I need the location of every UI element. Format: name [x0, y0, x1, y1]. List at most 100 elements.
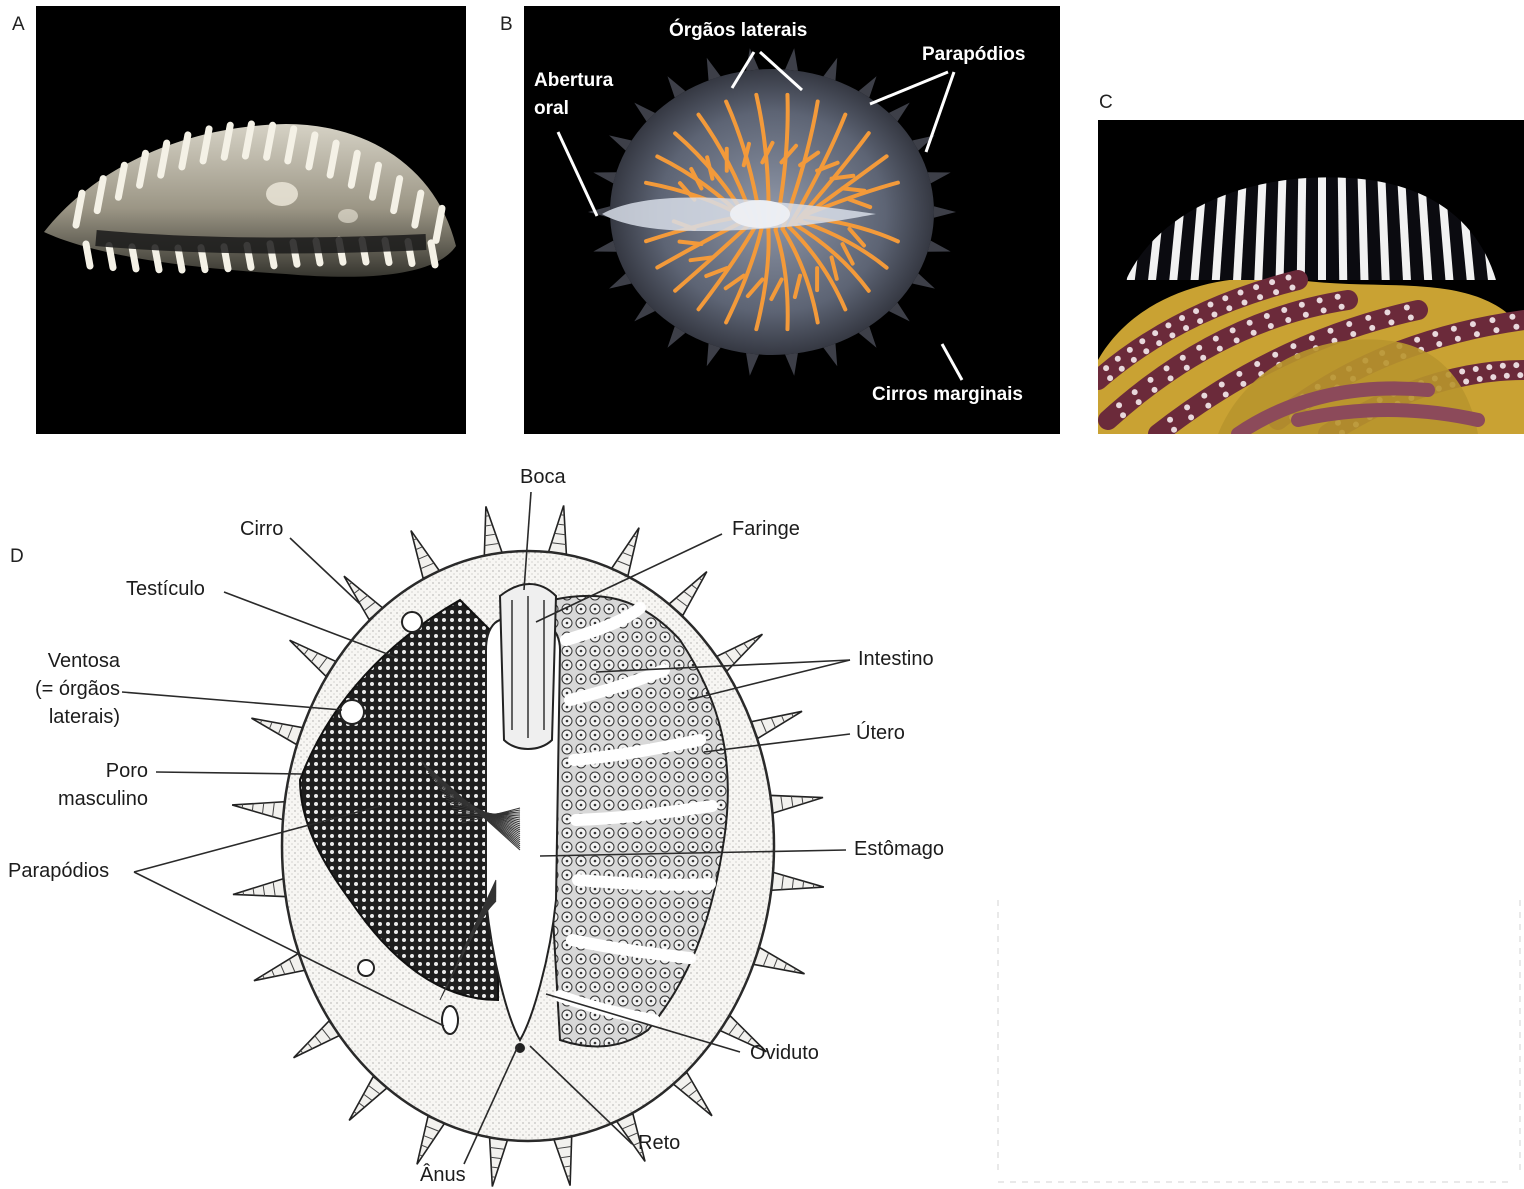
crinoid-pinnule: [1207, 301, 1213, 307]
crinoid-pinnule: [1384, 309, 1390, 315]
cirrus-ring: [322, 1028, 331, 1039]
crinoid-pinnule: [1486, 364, 1492, 370]
cirrus-ring: [738, 1030, 744, 1039]
cirrus: [232, 802, 285, 820]
intestino-label: Intestino: [858, 646, 934, 673]
cirrus-ring: [272, 970, 275, 977]
cirrus-ring: [485, 525, 492, 526]
muscle-fiber: [474, 897, 496, 932]
crinoid-pinnule: [1477, 376, 1483, 382]
cirrus-ring: [262, 803, 263, 814]
crinoid-pinnule: [1247, 320, 1253, 326]
muscle-fiber: [428, 772, 520, 842]
cirrus-ring: [771, 718, 775, 728]
cirrus: [716, 634, 762, 671]
crinoid-pinnule: [1136, 399, 1142, 405]
crinoid-pinnule: [1167, 417, 1173, 423]
muscle-fiber: [446, 799, 520, 824]
cirrus-ring: [418, 555, 428, 559]
muscle-fiber: [454, 887, 496, 972]
crinoid-pinnule: [1234, 337, 1240, 343]
cirrus: [770, 795, 823, 813]
muscle-fiber: [470, 895, 496, 940]
cirrus-ring: [802, 797, 803, 804]
cirrus-ring: [628, 544, 635, 547]
cirrus-ring: [744, 643, 748, 649]
cirrus-ring: [364, 602, 375, 611]
papilla-spike: [86, 244, 90, 266]
cirrus-ring: [782, 875, 784, 889]
cirrus-ring: [301, 1050, 303, 1053]
cirrus-ring: [304, 649, 308, 655]
utero-label: Útero: [856, 720, 905, 747]
crinoid-pinnule: [1272, 352, 1278, 358]
faringe-label: Faringe: [732, 516, 800, 543]
muscle-fiber: [456, 888, 496, 968]
zebra-flatworm-on-crinoid-image: [1098, 120, 1524, 434]
muscle-fiber: [440, 880, 496, 1000]
muscle-fiber: [450, 805, 520, 820]
cirrus-ring: [485, 534, 496, 536]
cirrus-ring: [681, 1081, 692, 1090]
crinoid-pinnule: [1285, 317, 1291, 323]
muscle-fiber: [472, 896, 496, 936]
muscle-fiber: [476, 898, 496, 928]
cirrus: [554, 1137, 572, 1186]
cirrus-ring: [424, 1136, 434, 1140]
cirrus-ring: [349, 583, 352, 585]
marginal-cirrus: [785, 48, 798, 71]
crinoid-pinnule: [1132, 389, 1138, 395]
cirrus-ring: [633, 536, 636, 537]
cirrus-ring: [774, 958, 778, 968]
crinoid-pinnule: [1103, 365, 1109, 371]
crinoid-pinnule: [1236, 371, 1242, 377]
crinoid-pinnule: [1285, 274, 1291, 280]
cirrus-ring: [792, 713, 793, 716]
polyclad-side-view-image: [36, 6, 466, 434]
crinoid-pinnule: [1470, 321, 1476, 327]
muscle-fiber: [452, 886, 496, 976]
cirrus-ring: [763, 953, 768, 966]
marginal-cirrus: [928, 172, 951, 183]
cirrus-ring: [803, 881, 804, 888]
crinoid-pinnule: [1253, 284, 1259, 290]
crinoid-pinnule: [1242, 300, 1248, 306]
crinoid-pinnule: [1143, 348, 1149, 354]
crinoid-pinnule: [1369, 325, 1375, 331]
crinoid-pinnule: [1264, 313, 1270, 319]
crinoid-pinnule: [1217, 346, 1223, 352]
marginal-cirrus: [928, 241, 951, 252]
cirrus-ring: [791, 796, 793, 807]
cirrus-ring: [729, 1023, 738, 1035]
cirrus-ring: [273, 802, 275, 816]
cirrus: [411, 531, 440, 579]
cirrus-ring: [794, 969, 795, 972]
muscle-fiber: [448, 884, 496, 984]
cirrus: [254, 954, 305, 981]
crinoid-pinnule: [1193, 308, 1199, 314]
crinoid-pinnule: [1474, 331, 1480, 337]
zebra-stripe: [1103, 160, 1131, 300]
crinoid-pinnule: [1116, 402, 1122, 408]
cirrus-ring: [782, 716, 785, 723]
panel-c-letter: C: [1099, 92, 1113, 114]
cirrus-ring: [260, 720, 261, 723]
marginal-cirrus: [746, 353, 759, 376]
cirrus-ring: [753, 639, 755, 642]
crinoid-pinnule: [1365, 315, 1371, 321]
muscle-fiber: [468, 894, 496, 944]
muscle-fiber: [480, 900, 496, 920]
muscle-fiber: [426, 769, 520, 844]
cirrus-ring: [704, 1107, 707, 1109]
crinoid-pinnule: [1164, 365, 1170, 371]
crinoid-pinnule: [1115, 356, 1121, 362]
muscle-fiber: [444, 882, 496, 992]
crinoid-pinnule: [1490, 374, 1496, 380]
panel-b-letter: B: [500, 14, 513, 36]
crinoid-pinnule: [1404, 305, 1410, 311]
cirrus: [753, 948, 805, 974]
crinoid-pinnule: [1200, 355, 1206, 361]
muscle-fiber: [422, 763, 520, 848]
cirrus-ring: [421, 1145, 428, 1148]
crinoid-pinnule: [1213, 336, 1219, 342]
